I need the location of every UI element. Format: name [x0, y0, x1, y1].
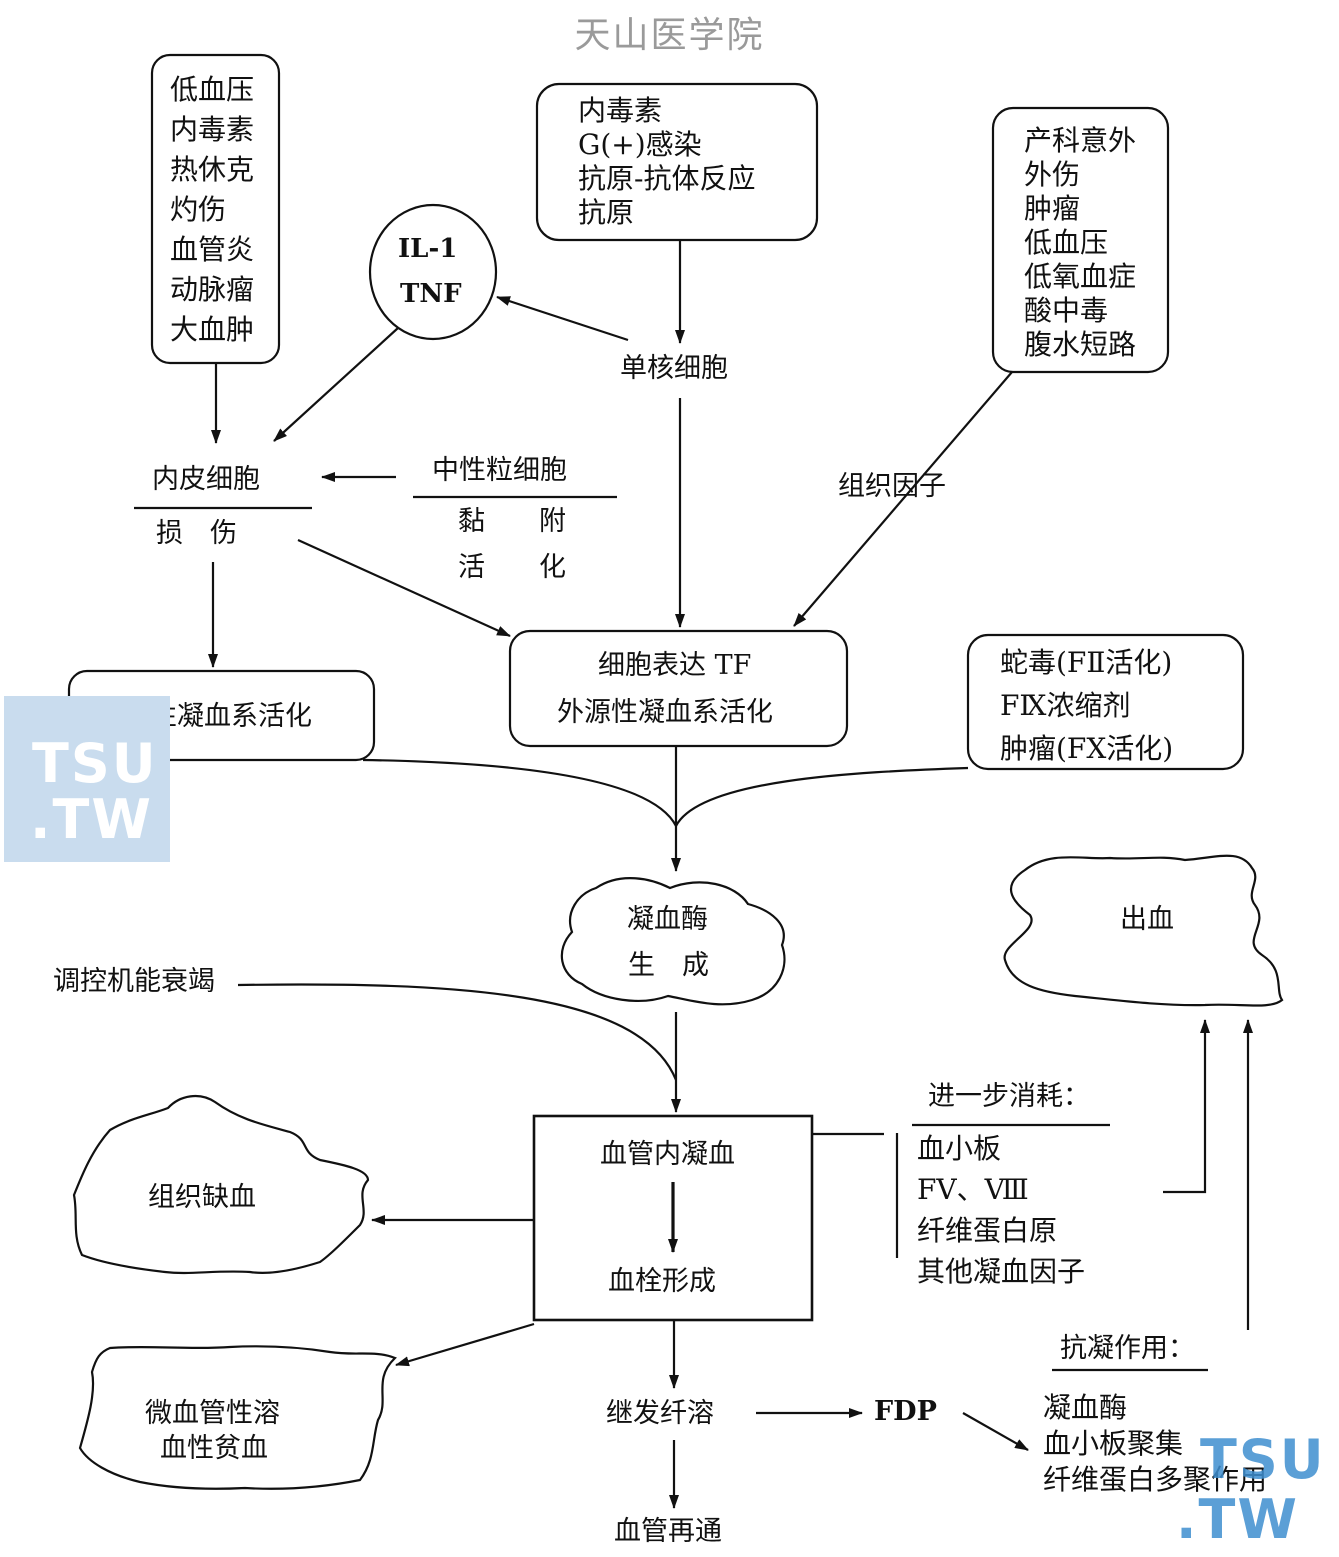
- trauma-item: 产科意外: [1024, 124, 1137, 157]
- extrinsic-tf-label: 细胞表达 TF: [598, 650, 752, 681]
- activator-item: FⅨ浓缩剂: [1000, 689, 1131, 722]
- activator-item: 肿瘤(FⅩ活化): [1000, 732, 1174, 765]
- extrinsic-label: 外源性凝血系活化: [557, 697, 773, 728]
- infection-item: 抗原: [578, 196, 635, 229]
- activator-item: 蛇毒(FⅡ活化): [1000, 646, 1173, 679]
- cause-item: 内毒素: [170, 113, 255, 146]
- cause-item: 血管炎: [170, 233, 255, 266]
- regulation-failure-label: 调控机能衰竭: [53, 966, 215, 997]
- trauma-box: [991, 106, 1170, 374]
- consumption-item: FV、Ⅷ: [917, 1173, 1029, 1206]
- trauma-item: 低氧血症: [1024, 260, 1137, 293]
- neutrophil-adhesion: 黏 附: [458, 506, 566, 537]
- cause-item: 灼伤: [170, 193, 227, 226]
- consumption-item: 血小板: [917, 1132, 1002, 1165]
- infection-item: 抗原-抗体反应: [578, 162, 756, 195]
- anticoagulation-title: 抗凝作用：: [1060, 1333, 1195, 1364]
- watermark-logo-right: TSU .TW: [1170, 1428, 1330, 1553]
- thrombin-label: 凝血酶: [627, 904, 708, 935]
- consumption-list: 血小板 FV、Ⅷ 纤维蛋白原 其他凝血因子: [917, 1128, 1085, 1292]
- hemolysis-cloud: [78, 1345, 397, 1490]
- cytokine-ellipse: [368, 203, 498, 341]
- trauma-list: 产科意外 外伤 肿瘤 低血压 低氧血症 酸中毒 腹水短路: [1024, 124, 1136, 362]
- watermark-logo-line2: .TW: [1176, 1488, 1299, 1551]
- infection-item: G(+)感染: [578, 128, 702, 161]
- hemolysis-label-line1: 微血管性溶: [145, 1398, 280, 1429]
- dic-label: 血管内凝血: [600, 1139, 735, 1170]
- watermark-logo-line1: TSU: [1200, 1428, 1326, 1491]
- thrombin-generation-label: 生 成: [628, 950, 709, 981]
- cytokine-tnf: TNF: [400, 279, 462, 309]
- neutrophil-activation: 活 化: [458, 552, 566, 583]
- activators-box: [966, 633, 1245, 771]
- consumption-item: 其他凝血因子: [917, 1255, 1086, 1288]
- cause-item: 热休克: [170, 153, 255, 186]
- infection-list: 内毒素 G(+)感染 抗原-抗体反应 抗原: [578, 94, 755, 230]
- trauma-item: 酸中毒: [1024, 294, 1109, 327]
- anticoagulation-item: 血小板聚集: [1043, 1427, 1184, 1460]
- activators-list: 蛇毒(FⅡ活化) FⅨ浓缩剂 肿瘤(FⅩ活化): [1000, 641, 1173, 770]
- neutrophil-label: 中性粒细胞: [432, 455, 567, 486]
- endothelial-damage-label: 损 伤: [156, 518, 237, 549]
- trauma-item: 外伤: [1024, 158, 1081, 191]
- anticoagulation-list: 凝血酶 血小板聚集 纤维蛋白多聚作用: [1043, 1390, 1267, 1498]
- watermark-title: 天山医学院: [574, 15, 765, 56]
- fdp-label: FDP: [874, 1396, 937, 1427]
- cytokine-il1: IL-1: [398, 234, 458, 264]
- watermark-logo-line2: .TW: [30, 788, 153, 851]
- trauma-item: 低血压: [1024, 226, 1109, 259]
- ischemia-label: 组织缺血: [148, 1182, 256, 1213]
- anticoagulation-item: 纤维蛋白多聚作用: [1043, 1463, 1268, 1496]
- trauma-item: 肿瘤: [1024, 192, 1081, 225]
- cause-item: 低血压: [170, 73, 255, 106]
- recanalization-label: 血管再通: [614, 1516, 722, 1547]
- causes-list: 低血压 内毒素 热休克 灼伤 血管炎 动脉瘤 大血肿: [170, 70, 254, 350]
- infection-box: [535, 82, 819, 242]
- endothelial-label: 内皮细胞: [152, 464, 260, 495]
- bleeding-cloud: [1003, 854, 1284, 1007]
- monocyte-label: 单核细胞: [620, 353, 728, 384]
- consumption-item: 纤维蛋白原: [917, 1214, 1058, 1247]
- hemolysis-label-line2: 血性贫血: [160, 1433, 268, 1464]
- thrombosis-label: 血栓形成: [608, 1266, 716, 1297]
- anticoagulation-item: 凝血酶: [1043, 1391, 1128, 1424]
- watermark-logo-left: TSU .TW: [4, 696, 170, 862]
- watermark-logo-line1: TSU: [32, 732, 158, 795]
- tissue-factor-label: 组织因子: [838, 471, 946, 502]
- thrombin-cloud: [560, 877, 786, 1006]
- bleeding-label: 出血: [1120, 904, 1174, 935]
- trauma-item: 腹水短路: [1024, 328, 1137, 361]
- extrinsic-box: [508, 629, 849, 748]
- infection-item: 内毒素: [578, 94, 663, 127]
- cause-item: 大血肿: [170, 313, 255, 346]
- fibrinolysis-label: 继发纤溶: [606, 1398, 714, 1429]
- ischemia-cloud: [72, 1094, 370, 1275]
- cause-item: 动脉瘤: [170, 273, 255, 306]
- consumption-title: 进一步消耗：: [928, 1081, 1090, 1112]
